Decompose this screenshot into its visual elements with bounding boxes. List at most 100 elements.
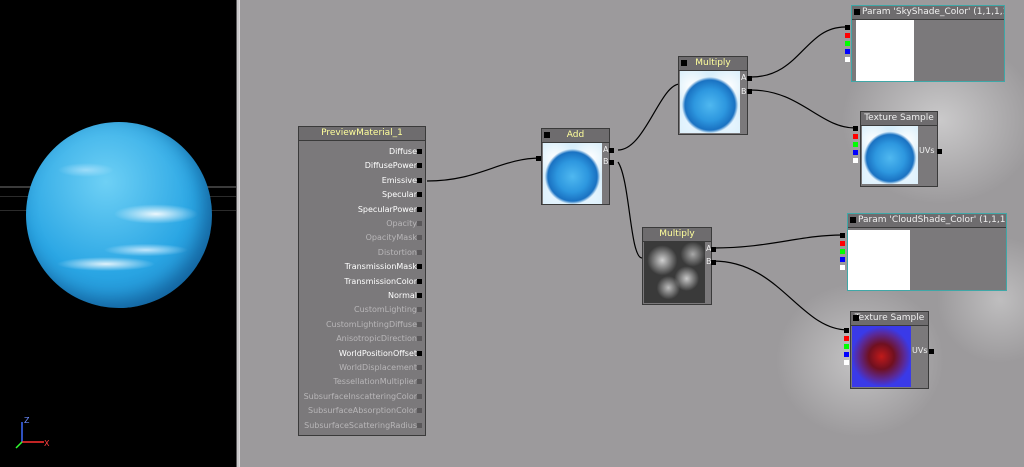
preview-input-pin[interactable] [417,177,422,183]
param-skyshade-title[interactable]: Param 'SkyShade_Color' (1,1,1,1) [852,6,1004,20]
add-node-preview [543,143,602,204]
viewport-splitter[interactable] [236,0,240,467]
preview-input-pin[interactable] [417,163,422,169]
texture-red-output-rgb[interactable] [844,328,849,333]
preview-input-anisotropicdirection: AnisotropicDirection [336,334,422,343]
preview-input-diffusepower: DiffusePower [364,161,422,171]
texture-sample-sky-preview [862,126,918,184]
multiply-top-input-a-label: A [741,73,747,82]
add-input-b-pin[interactable] [609,160,614,165]
preview-input-specularpower: SpecularPower [358,205,422,214]
preview-input-label: CustomLighting [354,305,417,315]
node-collapse-icon[interactable] [850,217,856,223]
texture-sample-sky-title[interactable]: Texture Sample [861,112,937,126]
multiply-bottom-title[interactable]: Multiply [643,228,711,242]
axis-gizmo: Z X [15,416,50,449]
add-node[interactable]: Add A B [541,128,614,205]
multiply-node-bottom[interactable]: Multiply A B [642,227,716,305]
texture-sky-uvs-pin[interactable] [937,149,942,154]
texture-sky-uvs-label: UVs [919,146,935,155]
multiply-node-top[interactable]: Multiply A B [678,56,752,135]
preview-input-transmissionmask: TransmissionMask [344,262,422,272]
preview-input-pin[interactable] [417,249,422,255]
preview-sphere[interactable] [26,122,212,308]
preview-input-pin[interactable] [417,365,422,370]
add-node-title[interactable]: Add [542,129,609,143]
node-collapse-icon[interactable] [544,132,550,138]
texture-sky-output-r[interactable] [853,134,858,139]
multiply-top-title[interactable]: Multiply [679,57,747,71]
texture-red-output-a[interactable] [844,360,849,365]
preview-input-label: TransmissionMask [344,262,417,272]
texture-red-uvs-pin[interactable] [929,349,934,354]
param-skyshade-output-r[interactable] [845,33,850,38]
texture-red-output-b[interactable] [844,352,849,357]
preview-input-label: OpacityMask [365,233,417,243]
preview-input-pin[interactable] [417,206,422,212]
preview-input-pin[interactable] [417,149,422,154]
multiply-top-input-a-pin[interactable] [747,76,752,81]
add-input-a-pin[interactable] [609,148,614,153]
preview-input-pin[interactable] [417,278,422,284]
param-cloudshade-output-rgba[interactable] [840,233,845,238]
add-input-a-label: A [603,145,609,154]
param-cloudshade-output-g[interactable] [840,249,845,254]
preview-input-label: Specular [382,190,417,200]
texture-sky-output-g[interactable] [853,142,858,147]
preview-input-label: Normal [388,291,417,300]
node-collapse-icon[interactable] [681,60,687,66]
param-cloudshade-node[interactable]: Param 'CloudShade_Color' (1,1,1,1) [847,213,1007,291]
node-collapse-icon[interactable] [853,315,859,321]
preview-input-subsurfaceinscatteringcolor: SubsurfaceInscatteringColor [303,391,422,401]
texture-red-uvs-label: UVs [912,346,928,355]
preview-input-label: SubsurfaceAbsorptionColor [308,406,417,416]
param-skyshade-output-b[interactable] [845,49,850,54]
material-preview-viewport[interactable]: Z X [0,0,236,467]
param-skyshade-node[interactable]: Param 'SkyShade_Color' (1,1,1,1) [851,5,1005,82]
texture-sky-output-b[interactable] [853,150,858,155]
preview-input-emissive: Emissive [382,176,422,185]
preview-input-label: DiffusePower [364,161,417,171]
texture-red-output-g[interactable] [844,344,849,349]
texture-red-output-r[interactable] [844,336,849,341]
preview-input-pin[interactable] [417,408,422,414]
param-skyshade-output-g[interactable] [845,41,850,46]
multiply-bottom-input-a-pin[interactable] [711,247,716,252]
preview-input-opacity: Opacity [386,219,422,228]
add-output-pin[interactable] [536,156,541,161]
param-cloudshade-output-r[interactable] [840,241,845,246]
axis-x-label: X [44,439,50,448]
preview-input-pin[interactable] [417,350,422,356]
multiply-top-input-b-pin[interactable] [747,89,752,94]
node-collapse-icon[interactable] [854,9,860,15]
texture-sky-output-rgb[interactable] [853,126,858,131]
param-cloudshade-title[interactable]: Param 'CloudShade_Color' (1,1,1,1) [848,214,1006,228]
preview-input-label: Diffuse [388,147,417,156]
texture-sample-node-sky[interactable]: Texture Sample UVs [860,111,942,187]
preview-input-pin[interactable] [417,336,422,342]
axis-z-label: Z [24,416,30,425]
preview-input-pin[interactable] [417,321,422,327]
preview-input-pin[interactable] [417,422,422,428]
preview-input-pin[interactable] [417,235,422,241]
param-skyshade-output-rgba[interactable] [845,25,850,30]
texture-sample-node-red[interactable]: Texture Sample UVs [850,311,934,389]
preview-input-pin[interactable] [417,307,422,313]
preview-input-pin[interactable] [417,293,422,298]
texture-sky-output-a[interactable] [853,158,858,163]
param-cloudshade-output-a[interactable] [840,265,845,270]
preview-material-title[interactable]: PreviewMaterial_1 [299,127,425,141]
param-skyshade-output-a[interactable] [845,57,850,62]
preview-input-pin[interactable] [417,192,422,198]
multiply-top-preview [680,71,740,133]
preview-input-label: SubsurfaceInscatteringColor [303,391,417,401]
preview-input-pin[interactable] [417,393,422,399]
preview-input-pin[interactable] [417,379,422,385]
param-cloudshade-output-b[interactable] [840,257,845,262]
multiply-bottom-input-b-pin[interactable] [711,260,716,265]
preview-input-pin[interactable] [417,221,422,226]
texture-sample-red-title[interactable]: Texture Sample [851,312,928,326]
preview-input-tessellationmultiplier: TessellationMultiplier [333,377,422,386]
preview-input-pin[interactable] [417,264,422,270]
